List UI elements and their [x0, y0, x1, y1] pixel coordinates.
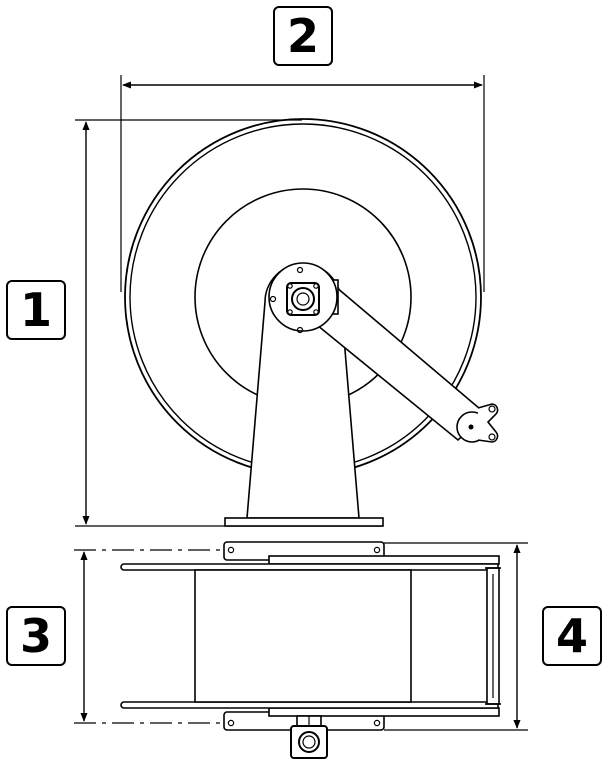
- hub-hole-left: [269, 295, 277, 303]
- plate-hole-bl: [227, 719, 235, 727]
- swivel-bolt-bl: [287, 309, 293, 315]
- side-view: [74, 541, 528, 759]
- swivel-bore-inner: [296, 292, 310, 306]
- side-drum: [194, 569, 412, 703]
- guide-arm-bracket: [477, 403, 499, 443]
- bracket-hole-bottom: [488, 433, 496, 441]
- dimension-label-3: 3: [6, 606, 66, 666]
- swivel-bolt-tr: [313, 283, 319, 289]
- swivel-bolt-tl: [287, 283, 293, 289]
- swivel-inlet-bore-inner: [302, 735, 316, 749]
- side-arm-top: [268, 555, 500, 565]
- dimension-label-4: 4: [542, 606, 602, 666]
- swivel-inlet-block: [290, 725, 328, 759]
- hub-hole-bottom: [296, 326, 304, 334]
- plate-hole-tr: [373, 546, 381, 554]
- side-arm-bottom: [268, 707, 500, 717]
- dimension-label-2: 2: [273, 6, 333, 66]
- swivel-inlet-bore: [298, 731, 320, 753]
- arm-end-hole: [468, 424, 474, 430]
- front-view: [75, 75, 499, 527]
- swivel-bore: [291, 287, 315, 311]
- plate-hole-br: [373, 719, 381, 727]
- hub-hole-top: [296, 266, 304, 274]
- swivel-bolt-br: [313, 309, 319, 315]
- reel-base-plate: [224, 517, 384, 527]
- plate-hole-tl: [227, 546, 235, 554]
- dimension-label-1: 1: [6, 280, 66, 340]
- side-flange-bottom: [120, 701, 499, 709]
- bracket-hole-top: [488, 405, 496, 413]
- side-flange-top: [120, 563, 499, 571]
